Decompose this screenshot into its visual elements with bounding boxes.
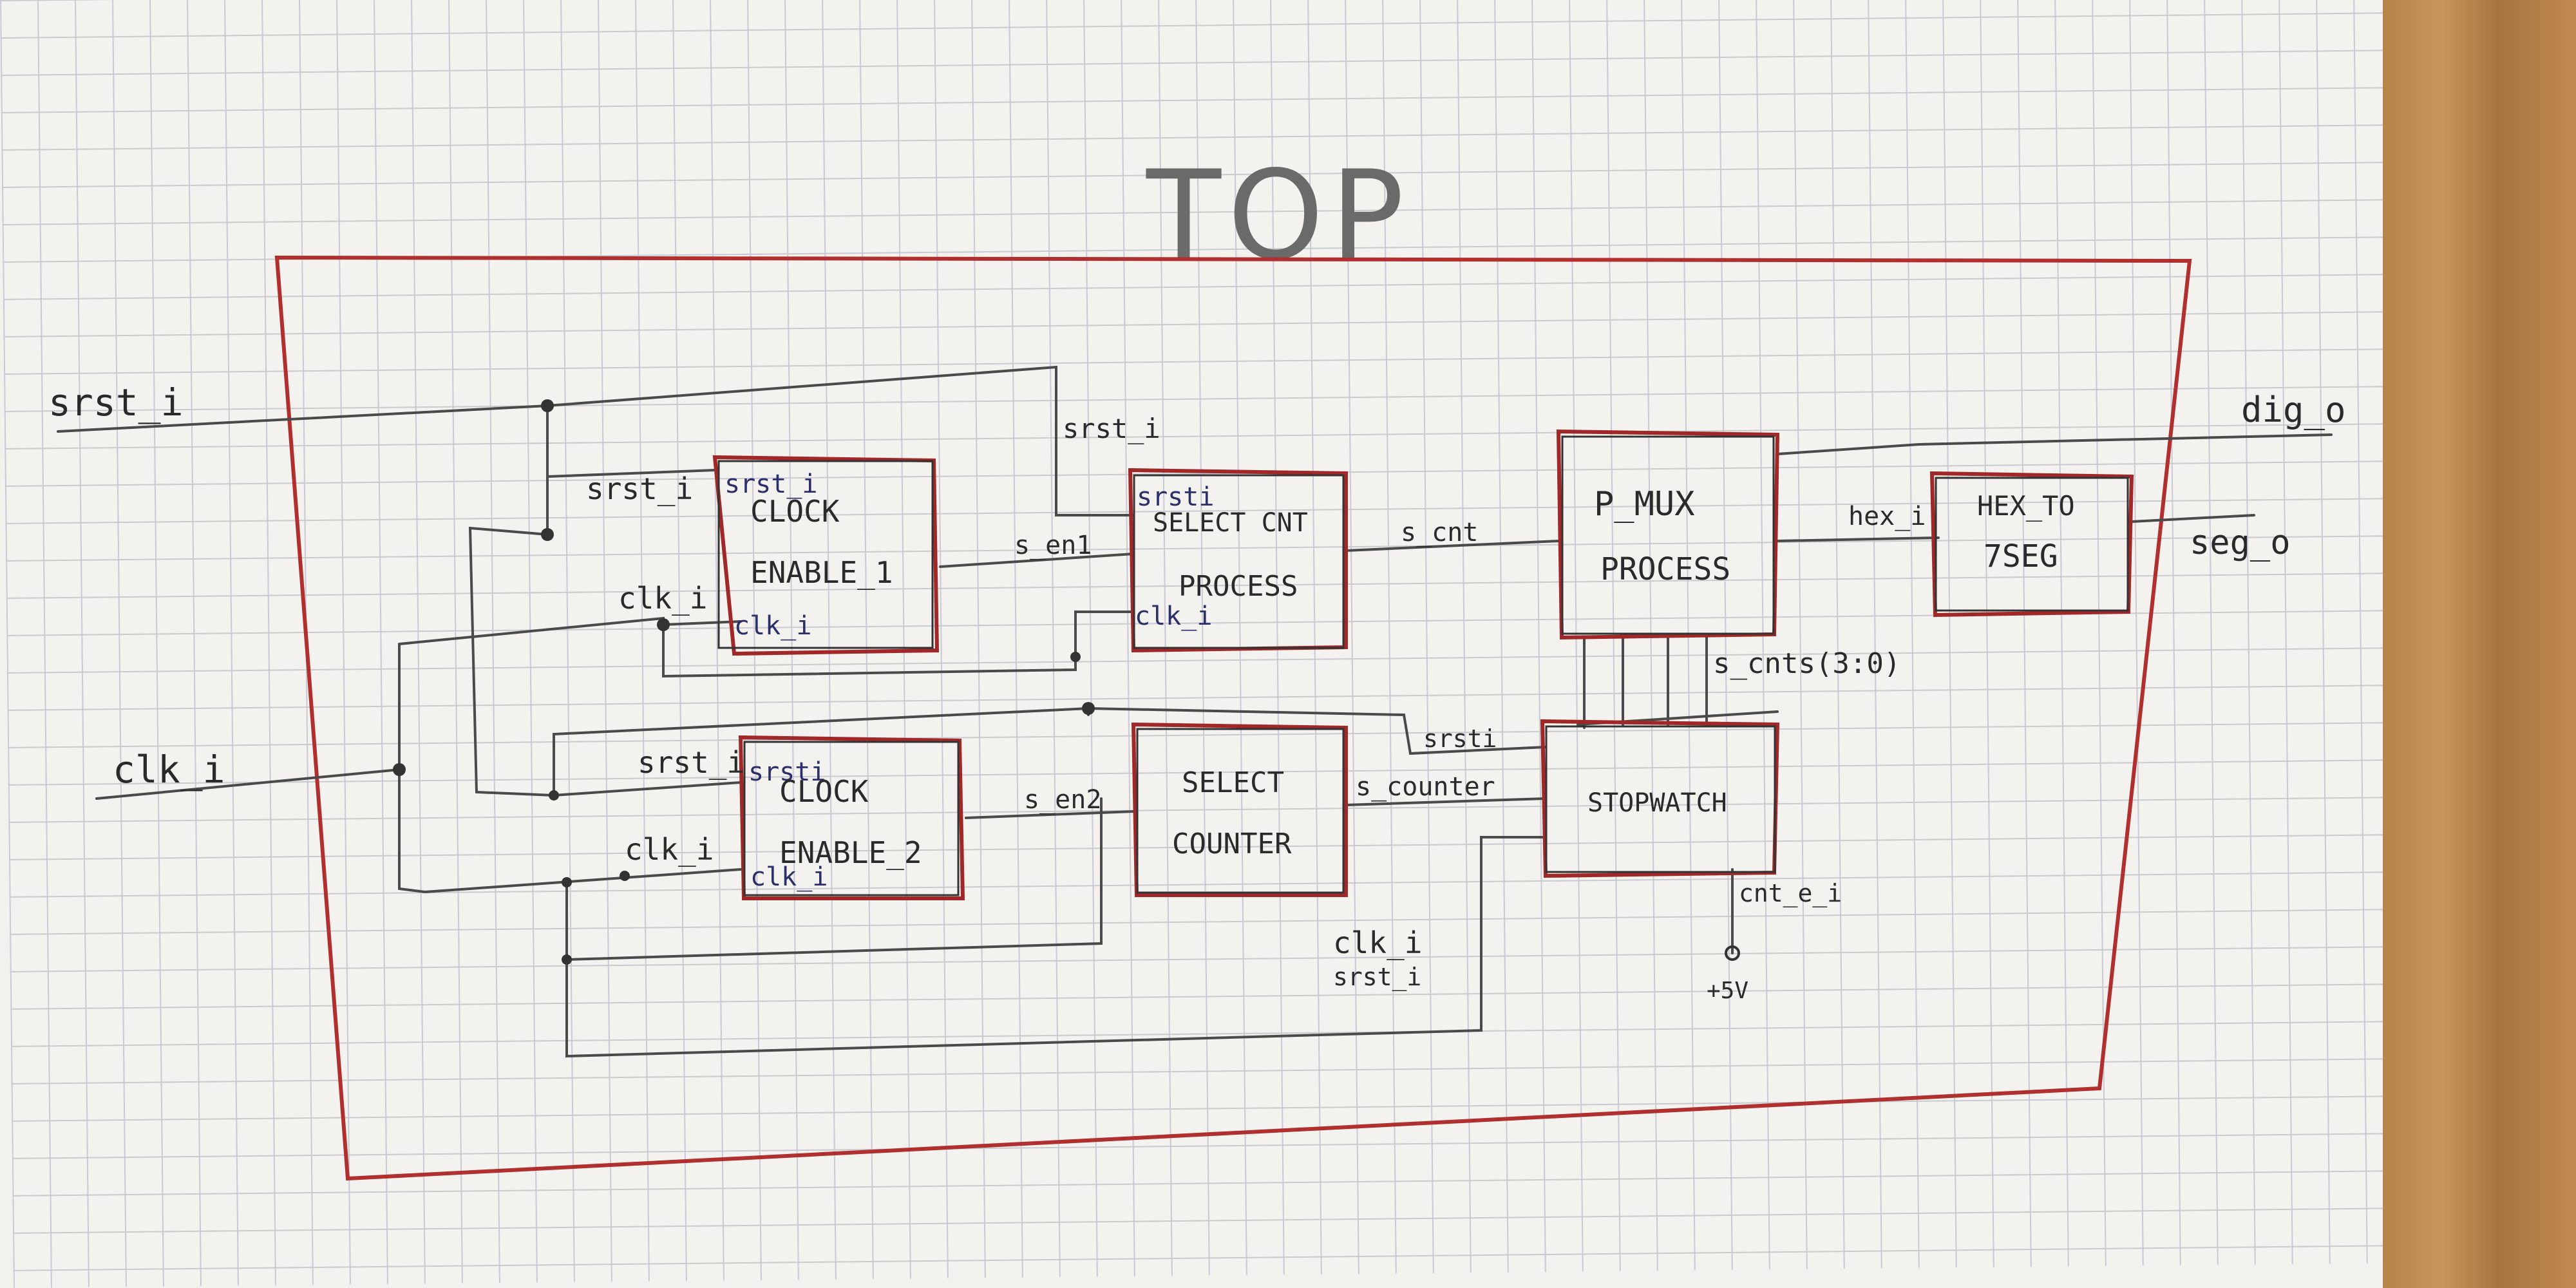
ce1-port-srst: srst_i — [724, 469, 818, 499]
wire-dig-o — [1776, 433, 2333, 455]
label-5v: +5V — [1707, 978, 1748, 1004]
junction-srst-select — [1082, 702, 1095, 715]
wooden-table — [2383, 0, 2576, 1288]
wire-srst-loop — [468, 526, 742, 797]
ce1-port-clk: clk_i — [734, 611, 811, 641]
wire-s-en2 — [965, 810, 1135, 819]
wire-seg-o — [2130, 514, 2255, 523]
pmux-label-2: PROCESS — [1600, 551, 1730, 587]
label-s-en2: s_en2 — [1024, 785, 1101, 815]
scp-label-2: PROCESS — [1179, 570, 1298, 603]
scp-port-srst: srsti — [1137, 482, 1214, 512]
label-srst-top: srst_i — [1063, 413, 1160, 444]
ce1-label-1: CLOCK — [750, 494, 840, 529]
pmux-label-1: P_MUX — [1594, 485, 1695, 524]
label-srst-input: srst_i — [48, 381, 184, 424]
scp-label-1: SELECT CNT — [1153, 508, 1308, 538]
junction-clk-bottom — [562, 954, 572, 965]
ce2-label-2: ENABLE_2 — [779, 835, 922, 870]
hex-label-2: 7SEG — [1984, 538, 2058, 574]
junction-clk-main — [393, 763, 406, 776]
scp-port-clk: clk_i — [1135, 601, 1212, 631]
top-frame — [274, 255, 2192, 1181]
wire-s-cnts-bus — [1577, 636, 1779, 729]
junction-srst-ce2 — [549, 790, 559, 800]
wire-clk-bottom-loop — [565, 797, 1103, 961]
label-clk-ce1: clk_i — [618, 581, 707, 616]
label-s-cnt: s_cnt — [1401, 518, 1478, 547]
label-srst-bottom: srst_i — [1333, 963, 1421, 992]
ce2-label-1: CLOCK — [779, 774, 869, 809]
label-s-en1: s_en1 — [1014, 531, 1092, 560]
label-srst-ce1: srst_i — [586, 471, 693, 506]
wire-clk-stopwatch — [565, 836, 1547, 1058]
junction-srst-top — [541, 399, 554, 412]
wire-clk-to-ce1-path — [398, 611, 1135, 678]
junction-clk-ce1 — [657, 618, 670, 631]
junction-clk-select — [1070, 652, 1081, 662]
label-dig-o: dig_o — [2241, 390, 2346, 430]
wire-clk-lower — [398, 868, 742, 894]
wire-hex-i — [1776, 536, 1940, 542]
hex-label-1: HEX_TO — [1977, 490, 2075, 522]
wire-s-counter — [1345, 797, 1547, 806]
block-clock-enable-1: srst_i CLOCK ENABLE_1 clk_i — [712, 455, 940, 656]
wire-srst-to-stopwatch — [1087, 707, 1547, 755]
wire-srst-input — [57, 365, 1135, 516]
sc-label-1: SELECT — [1182, 766, 1284, 799]
sc-label-2: COUNTER — [1172, 828, 1292, 860]
ce1-label-2: ENABLE_1 — [750, 555, 893, 590]
wire-clk-ce1 — [662, 620, 742, 626]
wire-srst-to-ce1 — [546, 469, 716, 478]
label-cnt-e-i: cnt_e_i — [1739, 879, 1842, 908]
diagram-title: TOP — [1146, 144, 1410, 287]
label-clk-input: clk_i — [113, 748, 225, 791]
block-stopwatch: STOPWATCH — [1540, 719, 1780, 878]
ce2-port-clk: clk_i — [750, 862, 828, 892]
wire-s-cnt — [1345, 540, 1560, 552]
label-s-cnts: s_cnts(3:0) — [1713, 647, 1900, 680]
junction-srst-mid — [541, 528, 554, 541]
block-select-cnt-process: srsti SELECT CNT PROCESS clk_i — [1128, 468, 1348, 653]
label-srst-ce2: srst_i — [638, 745, 744, 780]
label-hex-i: hex_i — [1848, 502, 1926, 531]
junction-clk-ce2 — [620, 871, 630, 881]
label-seg-o: seg_o — [2190, 524, 2291, 562]
block-clock-enable-2: srsti CLOCK ENABLE_2 clk_i — [738, 735, 965, 900]
block-p-mux-process: P_MUX PROCESS — [1556, 429, 1780, 640]
label-clk-ce2: clk_i — [625, 832, 714, 867]
junction-clk-lower — [562, 877, 572, 887]
ce2-port-srst: srsti — [748, 757, 826, 787]
block-hex-to-7seg: HEX_TO 7SEG — [1929, 471, 2134, 618]
label-srsti-sw: srsti — [1423, 724, 1497, 753]
wire-clk-input — [95, 768, 401, 800]
label-s-counter: s_counter — [1356, 772, 1495, 802]
block-select-counter: SELECT COUNTER — [1131, 722, 1348, 897]
terminal-5v — [1725, 945, 1740, 961]
wire-s-en1 — [939, 553, 1135, 568]
sw-label: STOPWATCH — [1587, 788, 1727, 818]
label-clk-bottom: clk_i — [1333, 925, 1422, 960]
